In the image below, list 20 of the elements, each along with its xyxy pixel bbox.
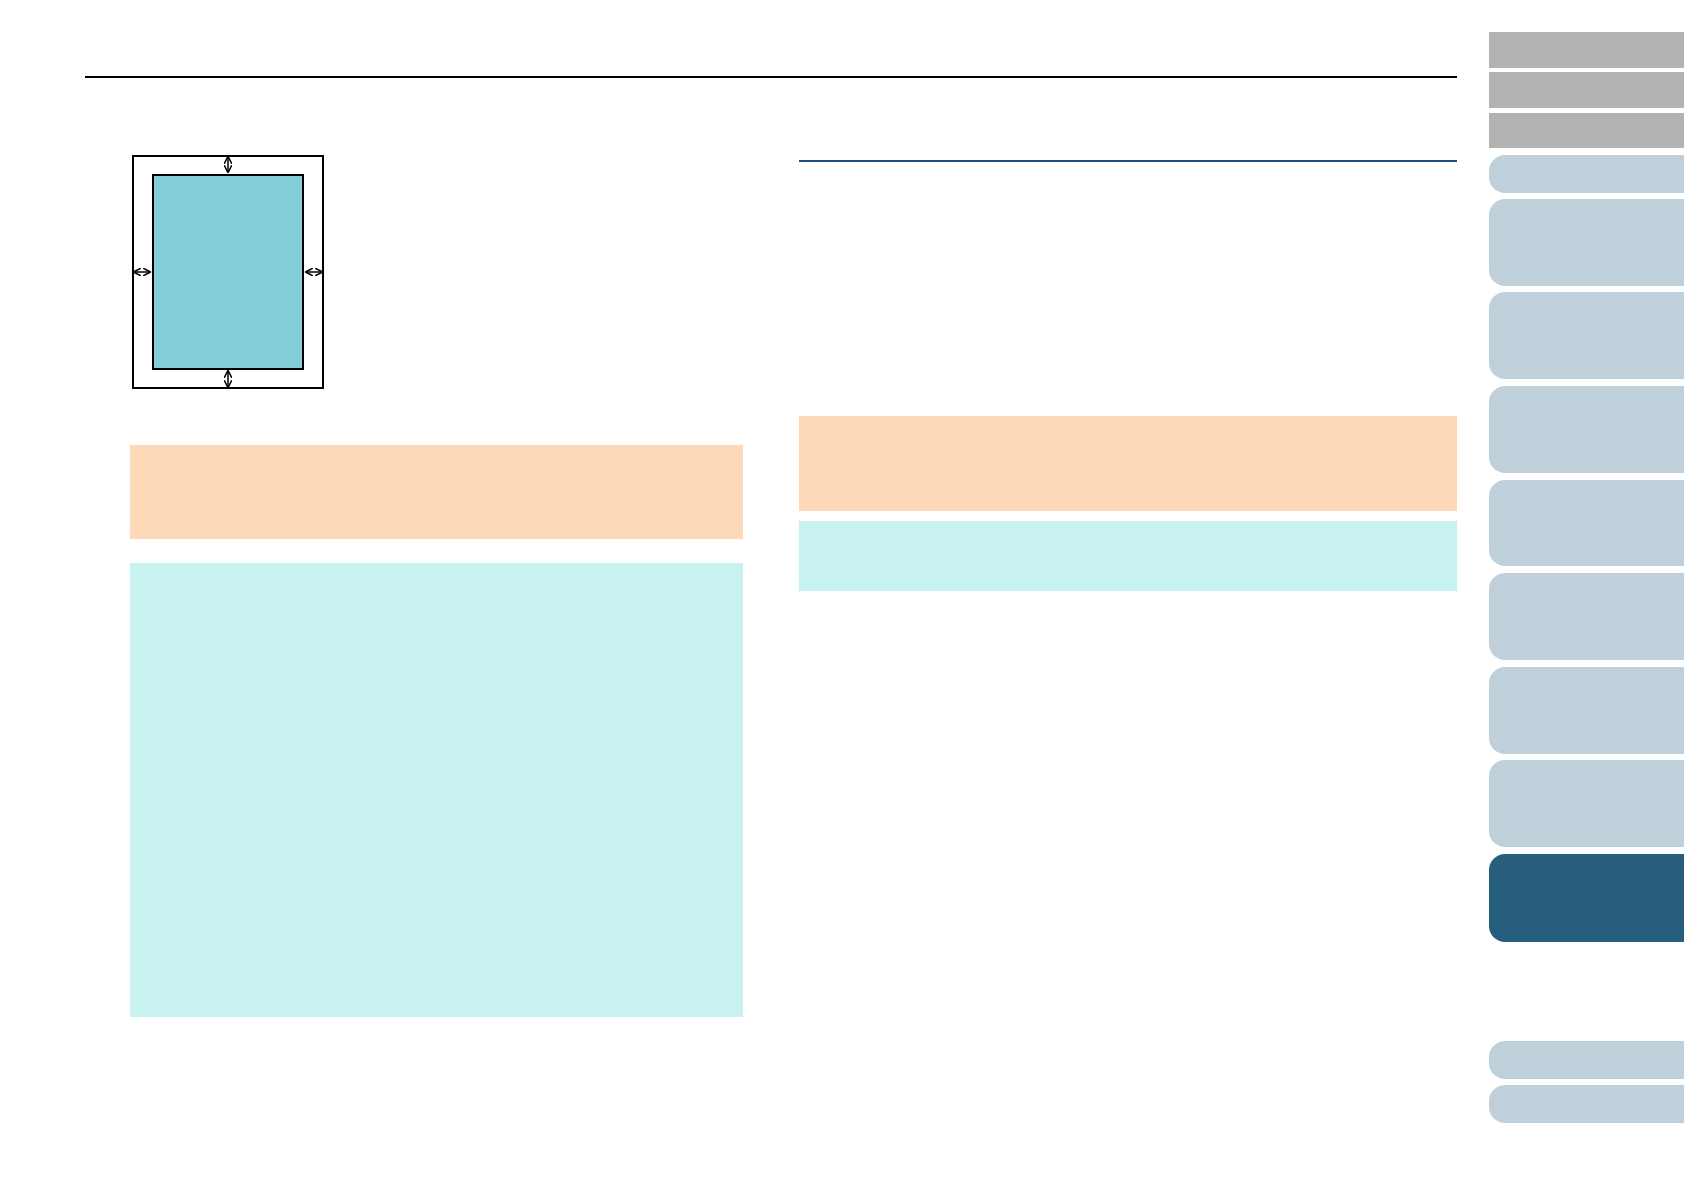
nav-tab (1489, 1085, 1684, 1123)
nav-tab (1489, 386, 1684, 473)
nav-tab (1489, 573, 1684, 660)
nav-tab (1489, 72, 1684, 108)
nav-tab (1489, 667, 1684, 754)
nav-tab-active (1489, 854, 1684, 942)
nav-tab (1489, 32, 1684, 68)
nav-tab (1489, 155, 1684, 193)
scan-area (152, 174, 304, 370)
page-outline (132, 155, 324, 389)
nav-tab (1489, 480, 1684, 566)
note-panel (130, 445, 743, 539)
nav-tab (1489, 1041, 1684, 1079)
hint-panel (799, 521, 1457, 591)
nav-tab (1489, 199, 1684, 286)
nav-tab (1489, 113, 1684, 148)
note-panel (799, 416, 1457, 511)
nav-tab (1489, 292, 1684, 379)
nav-tab (1489, 760, 1684, 847)
hint-panel (130, 563, 743, 1017)
